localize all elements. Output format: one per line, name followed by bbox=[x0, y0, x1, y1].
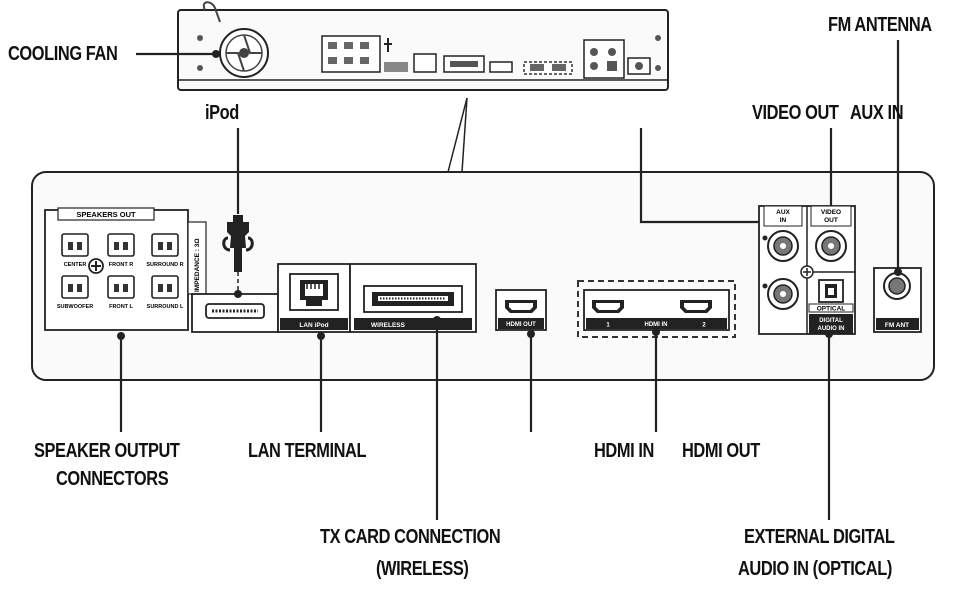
leader-dots bbox=[117, 50, 902, 340]
center-label: CENTER bbox=[64, 262, 87, 268]
optical-port-icon bbox=[818, 279, 844, 303]
aux-video-optical-block: AUX IN VIDEO OUT bbox=[758, 205, 856, 335]
surround-l-label: SURROUND L bbox=[147, 304, 184, 310]
tx-card-callout-line1: TX CARD CONNECTION bbox=[320, 526, 501, 548]
hdmi-in-port-label: HDMI IN bbox=[645, 322, 668, 328]
hdmi-out-block: HDMI OUT bbox=[495, 289, 547, 331]
fm-antenna-callout: FM ANTENNA bbox=[828, 14, 932, 36]
video-out-callout: VIDEO OUT bbox=[752, 102, 839, 124]
front-r-label: FRONT R bbox=[109, 262, 133, 268]
optical-label: OPTICAL bbox=[817, 306, 846, 313]
hdmi-in-callout: HDMI IN bbox=[594, 440, 655, 462]
speakers-out-label: SPEAKERS OUT bbox=[76, 210, 136, 219]
enlarged-panel: SPEAKERS OUT IMPEDANCE : 3Ω bbox=[31, 171, 935, 381]
optical-callout-line1: EXTERNAL DIGITAL bbox=[744, 526, 895, 548]
plus-icon bbox=[88, 258, 104, 274]
wireless-label: WIRELESS bbox=[371, 322, 406, 329]
hdmi-in-2-label: 2 bbox=[702, 323, 706, 329]
aux-in-label-a: AUX bbox=[776, 209, 790, 216]
video-out-label-b: OUT bbox=[824, 217, 838, 224]
speaker-output-block: SPEAKERS OUT IMPEDANCE : 3Ω bbox=[44, 207, 207, 331]
speaker-output-callout-line2: CONNECTORS bbox=[56, 468, 169, 490]
ipod-connector-icon bbox=[222, 215, 254, 292]
wireless-block: WIRELESS bbox=[349, 263, 477, 333]
optical-callout-line2: AUDIO IN (OPTICAL) bbox=[738, 558, 892, 580]
digital-label-b: AUDIO IN bbox=[818, 326, 845, 332]
digital-label-a: DIGITAL bbox=[819, 318, 843, 324]
front-l-label: FRONT L bbox=[109, 304, 133, 310]
hdmi-out-callout: HDMI OUT bbox=[682, 440, 760, 462]
impedance-label: IMPEDANCE : 3Ω bbox=[194, 238, 201, 292]
rca-jack-icon bbox=[767, 230, 847, 310]
speaker-output-callout-line1: SPEAKER OUTPUT bbox=[34, 440, 180, 462]
aux-in-label-b: IN bbox=[780, 217, 787, 224]
ipod-callout: iPod bbox=[205, 102, 239, 124]
aux-in-callout: AUX IN bbox=[850, 102, 904, 124]
device-overview bbox=[177, 1, 669, 173]
leader-lines bbox=[119, 40, 900, 520]
lan-ipod-label: LAN iPod bbox=[299, 322, 328, 329]
fm-ant-label: FM ANT bbox=[885, 322, 909, 329]
fm-ant-block: FM ANT bbox=[873, 267, 922, 333]
fan-icon bbox=[219, 28, 269, 78]
lan-terminal-callout: LAN TERMINAL bbox=[248, 440, 367, 462]
ipod-lan-block: LAN iPod bbox=[191, 263, 351, 333]
lan-port-icon bbox=[300, 280, 328, 306]
cooling-fan-callout: COOLING FAN bbox=[8, 43, 118, 65]
video-out-label-a: VIDEO bbox=[821, 209, 841, 216]
surround-r-label: SURROUND R bbox=[146, 262, 183, 268]
hdmi-in-block: HDMI IN 1 2 bbox=[577, 280, 736, 338]
hdmi-in-1-label: 1 bbox=[606, 323, 610, 329]
tx-card-callout-line2: (WIRELESS) bbox=[376, 558, 469, 580]
hdmi-out-port-label: HDMI OUT bbox=[506, 322, 536, 328]
subwoofer-label: SUBWOOFER bbox=[57, 304, 93, 310]
